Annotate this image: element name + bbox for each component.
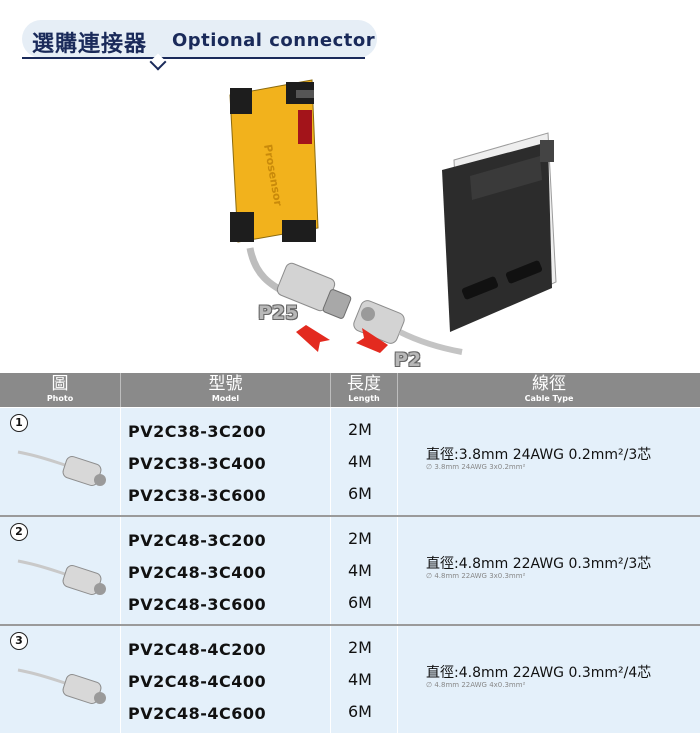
arrow-right-icon <box>296 325 330 352</box>
model-cell <box>121 626 330 733</box>
length-cell <box>331 408 397 515</box>
cable-spec-en: ∅ 4.8mm 22AWG 3x0.3mm² <box>426 572 526 580</box>
row-number: 3 <box>10 632 28 650</box>
row-number: 1 <box>10 414 28 432</box>
cable-length: 2M <box>348 638 372 657</box>
cable-length: 4M <box>348 561 372 580</box>
length-cell <box>331 626 397 733</box>
model-number: PV2C48-4C200 <box>128 640 267 659</box>
cable-spec: 直徑:4.8mm 22AWG 0.3mm²/4芯 <box>426 665 652 681</box>
photo-cell: 2 <box>0 517 120 624</box>
photo-cell: 1 <box>0 408 120 515</box>
cable-length: 6M <box>348 593 372 612</box>
arrow-left-icon <box>356 328 388 353</box>
header-title-cn: 選購連接器 <box>32 32 148 57</box>
photo-cell: 3 <box>0 626 120 733</box>
model-number: PV2C48-4C600 <box>128 704 267 723</box>
connector-photo <box>17 559 106 595</box>
mounting-bracket <box>442 132 557 332</box>
header-title-en: Optional connector <box>172 30 376 51</box>
cable-type-cell <box>398 517 700 624</box>
model-number: PV2C38-3C600 <box>128 486 267 505</box>
model-number: PV2C48-4C400 <box>128 672 267 691</box>
row-divider <box>0 515 700 517</box>
length-cell <box>331 517 397 624</box>
cable-length: 4M <box>348 670 372 689</box>
product-photo: Prosensor P25 P2 <box>0 70 700 371</box>
cable-spec: 直徑:3.8mm 24AWG 0.2mm²/3芯 <box>426 447 652 463</box>
table-header <box>0 373 700 407</box>
connector-photo <box>17 668 106 704</box>
model-number: PV2C38-3C400 <box>128 454 267 473</box>
cable-length: 2M <box>348 529 372 548</box>
model-cell <box>121 517 330 624</box>
connector-photo <box>17 450 106 486</box>
cable-spec-en: ∅ 4.8mm 22AWG 4x0.3mm² <box>426 681 526 689</box>
model-number: PV2C48-3C200 <box>128 531 267 550</box>
label-p2: P2 <box>394 349 422 371</box>
cable-spec: 直徑:4.8mm 22AWG 0.3mm²/3芯 <box>426 556 652 572</box>
row-number: 2 <box>10 523 28 541</box>
header-underline <box>22 57 365 59</box>
table-row: 1 PV2C38-3C200 PV2C38-3C400 PV2C38-3C600… <box>0 408 700 515</box>
cable-length: 2M <box>348 420 372 439</box>
section-header-badge <box>22 20 377 58</box>
cable-length: 6M <box>348 702 372 721</box>
model-cell <box>121 408 330 515</box>
cable-type-cell <box>398 626 700 733</box>
cable-type-cell <box>398 408 700 515</box>
model-number: PV2C48-3C600 <box>128 595 267 614</box>
table-row: 3 PV2C48-4C200 PV2C48-4C400 PV2C48-4C600… <box>0 626 700 733</box>
row-divider <box>0 624 700 626</box>
model-number: PV2C38-3C200 <box>128 422 267 441</box>
sensor-illustration: Prosensor <box>229 79 557 355</box>
male-connector <box>276 262 352 319</box>
model-number: PV2C48-3C400 <box>128 563 267 582</box>
cable-length: 4M <box>348 452 372 471</box>
photoelectric-sensor: Prosensor <box>229 79 319 243</box>
cable-spec-en: ∅ 3.8mm 24AWG 3x0.2mm² <box>426 463 526 471</box>
label-p25: P25 <box>258 302 299 324</box>
cable-length: 6M <box>348 484 372 503</box>
table-row: 2 PV2C48-3C200 PV2C48-3C400 PV2C48-3C600… <box>0 517 700 624</box>
